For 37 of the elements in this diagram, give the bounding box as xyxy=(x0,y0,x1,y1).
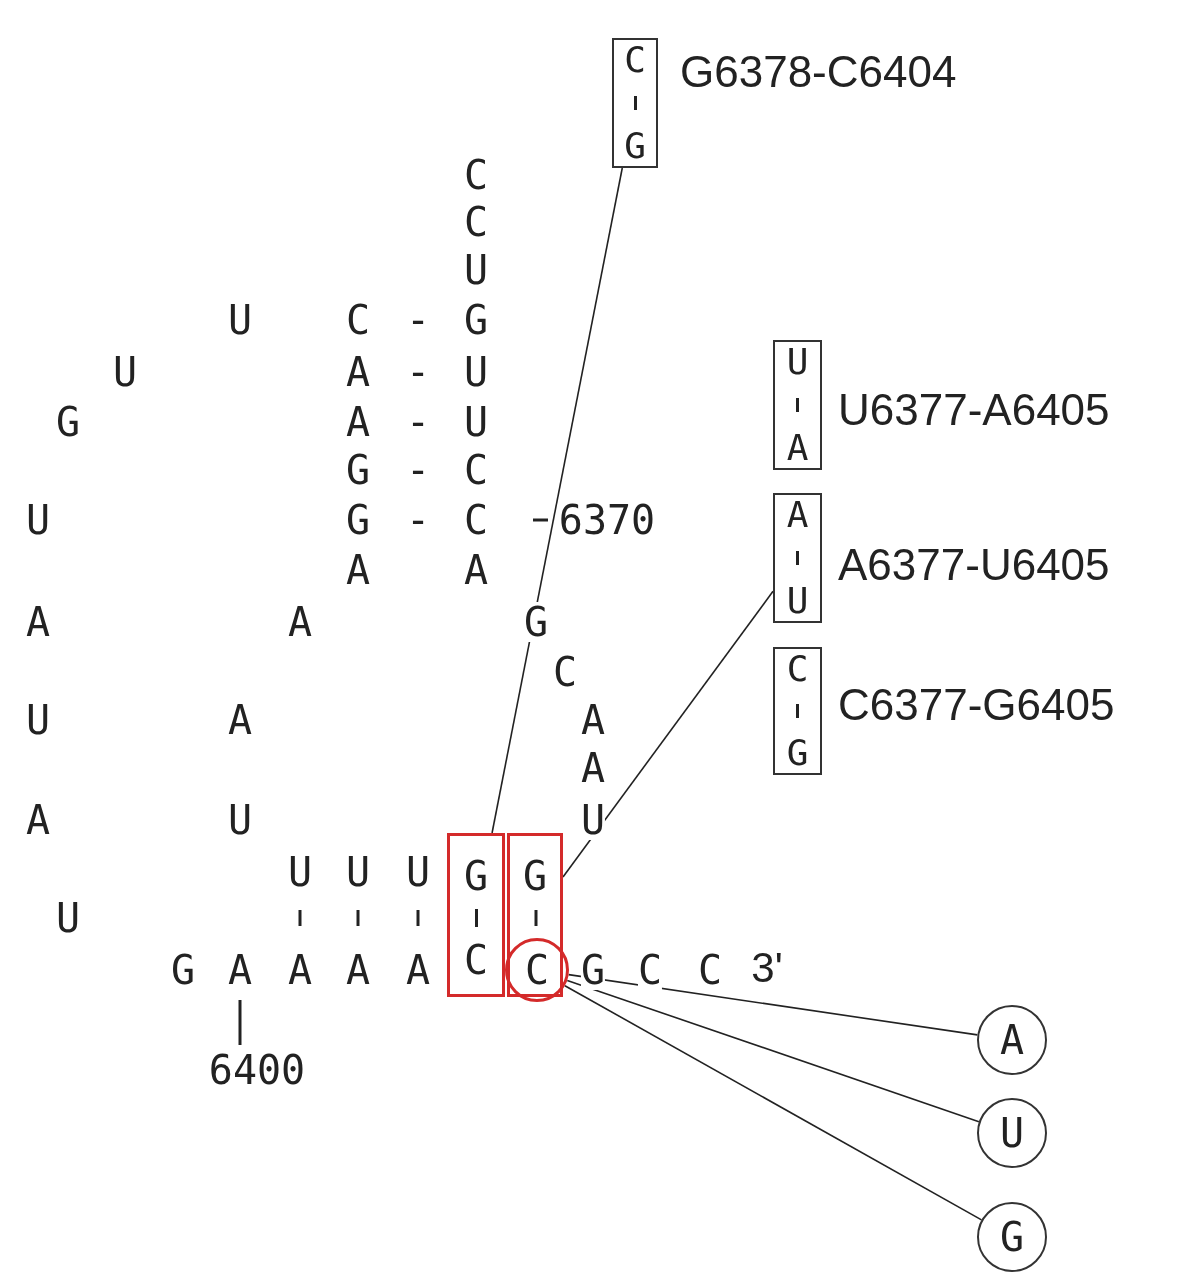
nucleotide-letter: U xyxy=(786,344,809,380)
nucleotide-letter: A xyxy=(999,1020,1025,1060)
base-pair-label: G6378-C6404 xyxy=(680,50,957,94)
nucleotide-circle xyxy=(977,1202,1047,1272)
nucleotide-letter: U xyxy=(786,583,809,619)
nucleotide-letter: G xyxy=(522,856,548,896)
highlight-circle xyxy=(505,938,569,1002)
nucleotide-letter: C xyxy=(624,42,646,78)
nucleotide-letter: A xyxy=(786,497,809,533)
leader-line xyxy=(562,590,774,878)
nucleotide-letter: C xyxy=(463,940,489,980)
base-pair-box xyxy=(773,493,822,623)
nucleotide-circle xyxy=(977,1005,1047,1075)
base-pair-label: A6377-U6405 xyxy=(838,543,1110,587)
nucleotide-letter: G xyxy=(999,1217,1025,1257)
nucleotide-letter: G xyxy=(463,856,489,896)
nucleotide-letter: U xyxy=(999,1113,1025,1153)
nucleotide-letter: C xyxy=(786,651,809,687)
nucleotide-letter: G xyxy=(523,602,549,642)
base-pair-label: U6377-A6405 xyxy=(838,388,1110,432)
nucleotide-letter: C xyxy=(524,950,550,990)
nucleotide-letter: G xyxy=(580,950,606,990)
leader-line xyxy=(491,167,624,834)
base-pair-box xyxy=(612,38,658,168)
nucleotide-letter: G xyxy=(786,735,809,771)
nucleotide-letter: C xyxy=(637,950,663,990)
nucleotide-letter: A xyxy=(786,430,809,466)
leader-line xyxy=(567,973,979,1036)
base-pair-box xyxy=(773,647,822,775)
highlight-box xyxy=(447,833,505,997)
base-pair-label: C6377-G6405 xyxy=(838,683,1115,727)
base-pair-box xyxy=(773,340,822,470)
nucleotide-letter: G xyxy=(624,128,646,164)
highlight-box xyxy=(507,833,563,997)
leader-line xyxy=(564,984,983,1221)
leader-line xyxy=(566,979,980,1123)
nucleotide-circle xyxy=(977,1098,1047,1168)
